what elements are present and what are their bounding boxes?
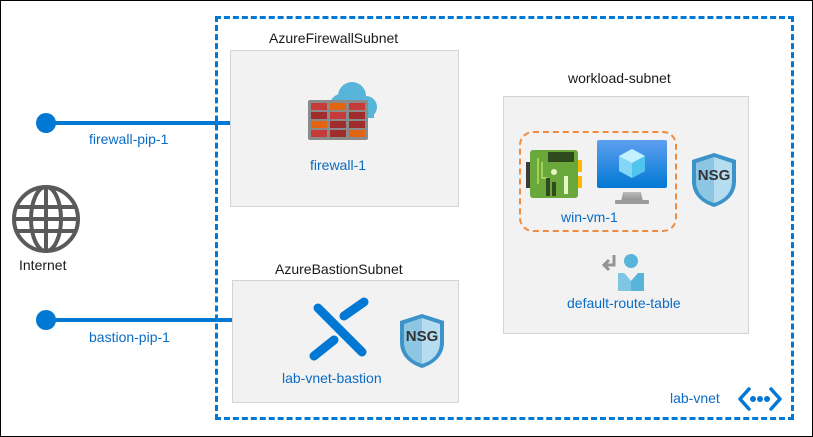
- bastion-pip-connector: [50, 318, 233, 322]
- bastion-icon: [304, 296, 376, 367]
- route-table-label[interactable]: default-route-table: [567, 295, 681, 311]
- vnet-boundary: [215, 16, 794, 420]
- internet-label: Internet: [19, 257, 67, 273]
- nic-icon: [526, 148, 584, 205]
- vnet-icon: [737, 386, 783, 417]
- vnet-label[interactable]: lab-vnet: [670, 390, 720, 406]
- firewall-pip-connector: [50, 121, 232, 125]
- bastion-nsg-icon: NSG: [398, 312, 446, 375]
- firewall-subnet-title: AzureFirewallSubnet: [269, 30, 399, 46]
- firewall-pip-dot[interactable]: [36, 113, 56, 133]
- firewall-resource-label[interactable]: firewall-1: [310, 157, 367, 173]
- vm-group-boundary: [519, 131, 677, 232]
- bastion-nsg-label: NSG: [405, 328, 439, 345]
- workload-nsg-label: NSG: [697, 167, 731, 184]
- bastion-subnet-title: AzureBastionSubnet: [275, 261, 403, 277]
- firewall-pip-label[interactable]: firewall-pip-1: [89, 131, 169, 147]
- firewall-icon: [308, 78, 384, 145]
- workload-subnet[interactable]: [503, 96, 749, 334]
- bastion-pip-dot[interactable]: [36, 310, 56, 330]
- globe-icon: [10, 183, 82, 260]
- vm-icon: [597, 140, 669, 211]
- workload-nsg-icon: NSG: [690, 151, 738, 214]
- route-table-icon: [601, 251, 646, 296]
- workload-subnet-title: workload-subnet: [568, 70, 671, 86]
- bastion-pip-label[interactable]: bastion-pip-1: [89, 329, 170, 345]
- vm-label[interactable]: win-vm-1: [561, 209, 618, 225]
- bastion-resource-label[interactable]: lab-vnet-bastion: [282, 370, 382, 386]
